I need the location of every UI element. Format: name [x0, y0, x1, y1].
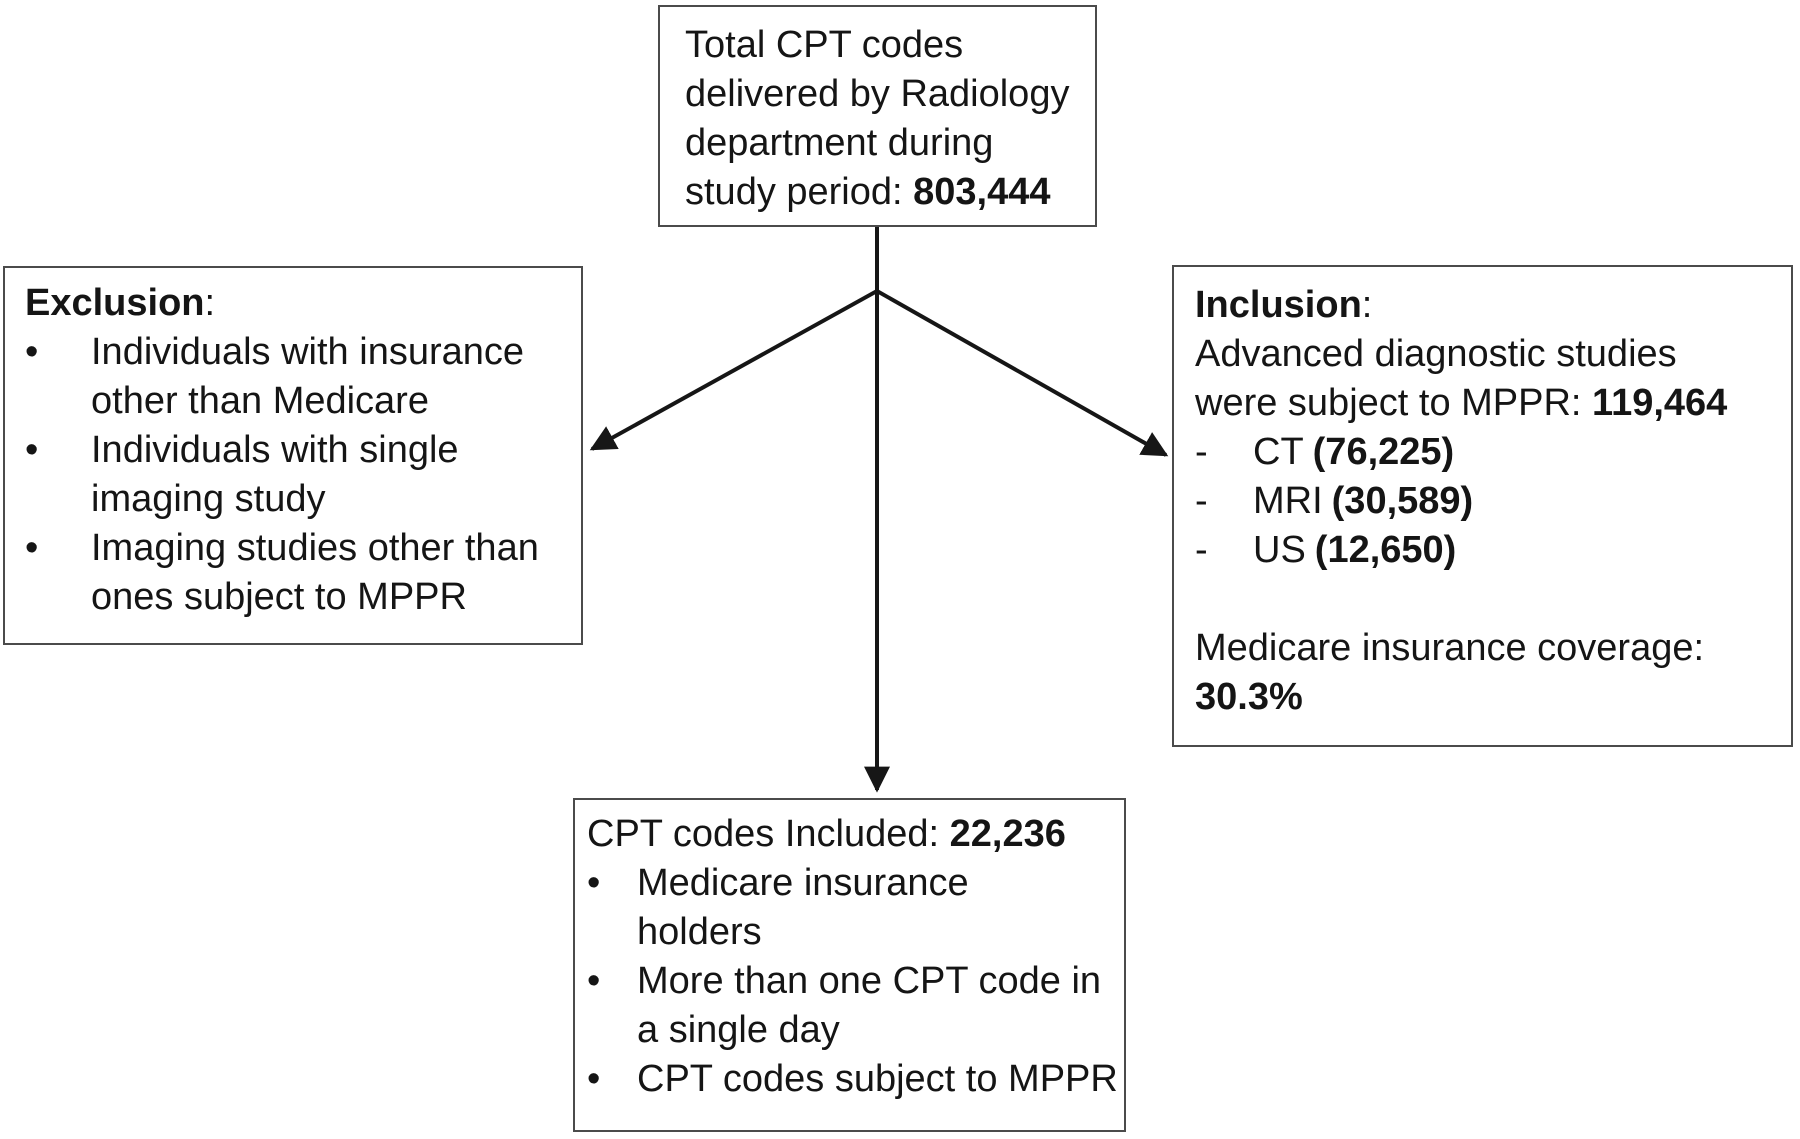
- bullet-icon: •: [587, 862, 601, 904]
- exclusion-item-1-line-1: Individuals with insurance: [91, 331, 525, 373]
- bullet-icon: •: [25, 429, 39, 471]
- exclusion-item-2-text: Individuals with single imaging study: [91, 426, 459, 524]
- exclusion-heading-word: Exclusion: [25, 282, 205, 324]
- inclusion-total-count: 119,464: [1592, 382, 1728, 424]
- included-item-1: • Medicare insurance holders: [587, 859, 1118, 957]
- bullet-icon: •: [25, 331, 39, 373]
- modality-item-us: - US(12,650): [1195, 526, 1783, 575]
- total-cpt-value-line: study period: 803,444: [685, 168, 1085, 217]
- included-item-1-line-1: Medicare insurance: [637, 862, 969, 904]
- included-item-1-line-2: holders: [637, 911, 762, 953]
- blank-line: [1195, 575, 1783, 624]
- modality-count-us: (12,650): [1314, 529, 1457, 571]
- exclusion-item-3-line-2: ones subject to MPPR: [91, 576, 467, 618]
- modality-name-mri: MRI: [1253, 480, 1323, 522]
- total-cpt-box: Total CPT codes delivered by Radiology d…: [658, 5, 1097, 227]
- included-item-2: • More than one CPT code in a single day: [587, 957, 1118, 1055]
- coverage-label: Medicare insurance coverage:: [1195, 627, 1705, 669]
- included-title-line: CPT codes Included: 22,236: [587, 810, 1118, 859]
- exclusion-item-1-text: Individuals with insurance other than Me…: [91, 328, 524, 426]
- modality-line-ct: CT(76,225): [1253, 428, 1454, 477]
- modality-line-mri: MRI(30,589): [1253, 477, 1473, 526]
- modality-name-us: US: [1253, 529, 1306, 571]
- exclusion-item-1: • Individuals with insurance other than …: [25, 328, 575, 426]
- bullet-icon: •: [25, 527, 39, 569]
- total-cpt-count: 803,444: [913, 171, 1051, 213]
- total-cpt-line-1: Total CPT codes: [685, 24, 964, 66]
- included-item-3-text: CPT codes subject to MPPR: [637, 1055, 1118, 1104]
- modality-name-ct: CT: [1253, 431, 1304, 473]
- exclusion-item-3: • Imaging studies other than ones subjec…: [25, 524, 575, 622]
- dash-marker: -: [1195, 529, 1208, 571]
- exclusion-item-1-line-2: other than Medicare: [91, 380, 429, 422]
- inclusion-intro-line: Advanced diagnostic studies: [1195, 333, 1677, 375]
- exclusion-item-3-line-1: Imaging studies other than: [91, 527, 539, 569]
- included-box: CPT codes Included: 22,236 • Medicare in…: [573, 798, 1126, 1132]
- modality-count-ct: (76,225): [1312, 431, 1455, 473]
- exclusion-box: Exclusion: • Individuals with insurance …: [3, 266, 583, 645]
- modality-item-mri: - MRI(30,589): [1195, 477, 1783, 526]
- inclusion-heading-colon: :: [1361, 284, 1373, 326]
- inclusion-total-prefix: were subject to MPPR:: [1195, 382, 1593, 424]
- inclusion-total-line: were subject to MPPR: 119,464: [1195, 379, 1783, 428]
- bullet-icon: •: [587, 1058, 601, 1100]
- dash-marker: -: [1195, 431, 1208, 473]
- inclusion-heading: Inclusion:: [1195, 281, 1783, 330]
- exclusion-heading-colon: :: [204, 282, 216, 324]
- arrow-to-inclusion: [876, 289, 1169, 457]
- exclusion-item-2-line-1: Individuals with single: [91, 429, 459, 471]
- included-title-prefix: CPT codes Included:: [587, 813, 950, 855]
- modality-count-mri: (30,589): [1331, 480, 1474, 522]
- dash-marker: -: [1195, 480, 1208, 522]
- coverage-value: 30.3%: [1195, 676, 1303, 718]
- arrow-to-exclusion: [589, 289, 878, 451]
- modality-line-us: US(12,650): [1253, 526, 1456, 575]
- included-item-2-line-2: a single day: [637, 1009, 840, 1051]
- included-item-2-text: More than one CPT code in a single day: [637, 957, 1101, 1055]
- exclusion-item-2-line-2: imaging study: [91, 478, 326, 520]
- exclusion-item-3-text: Imaging studies other than ones subject …: [91, 524, 539, 622]
- included-count: 22,236: [949, 813, 1066, 855]
- bullet-icon: •: [587, 960, 601, 1002]
- exclusion-item-2: • Individuals with single imaging study: [25, 426, 575, 524]
- included-item-1-text: Medicare insurance holders: [637, 859, 969, 957]
- included-item-3: • CPT codes subject to MPPR: [587, 1055, 1118, 1104]
- included-item-3-line-1: CPT codes subject to MPPR: [637, 1058, 1118, 1100]
- total-cpt-line-2: delivered by Radiology: [685, 73, 1070, 115]
- total-cpt-line-3: department during: [685, 122, 994, 164]
- total-cpt-value-prefix: study period:: [685, 171, 914, 213]
- modality-item-ct: - CT(76,225): [1195, 428, 1783, 477]
- exclusion-heading: Exclusion:: [25, 279, 575, 328]
- inclusion-heading-word: Inclusion: [1195, 284, 1362, 326]
- inclusion-box: Inclusion: Advanced diagnostic studies w…: [1172, 265, 1793, 747]
- included-item-2-line-1: More than one CPT code in: [637, 960, 1102, 1002]
